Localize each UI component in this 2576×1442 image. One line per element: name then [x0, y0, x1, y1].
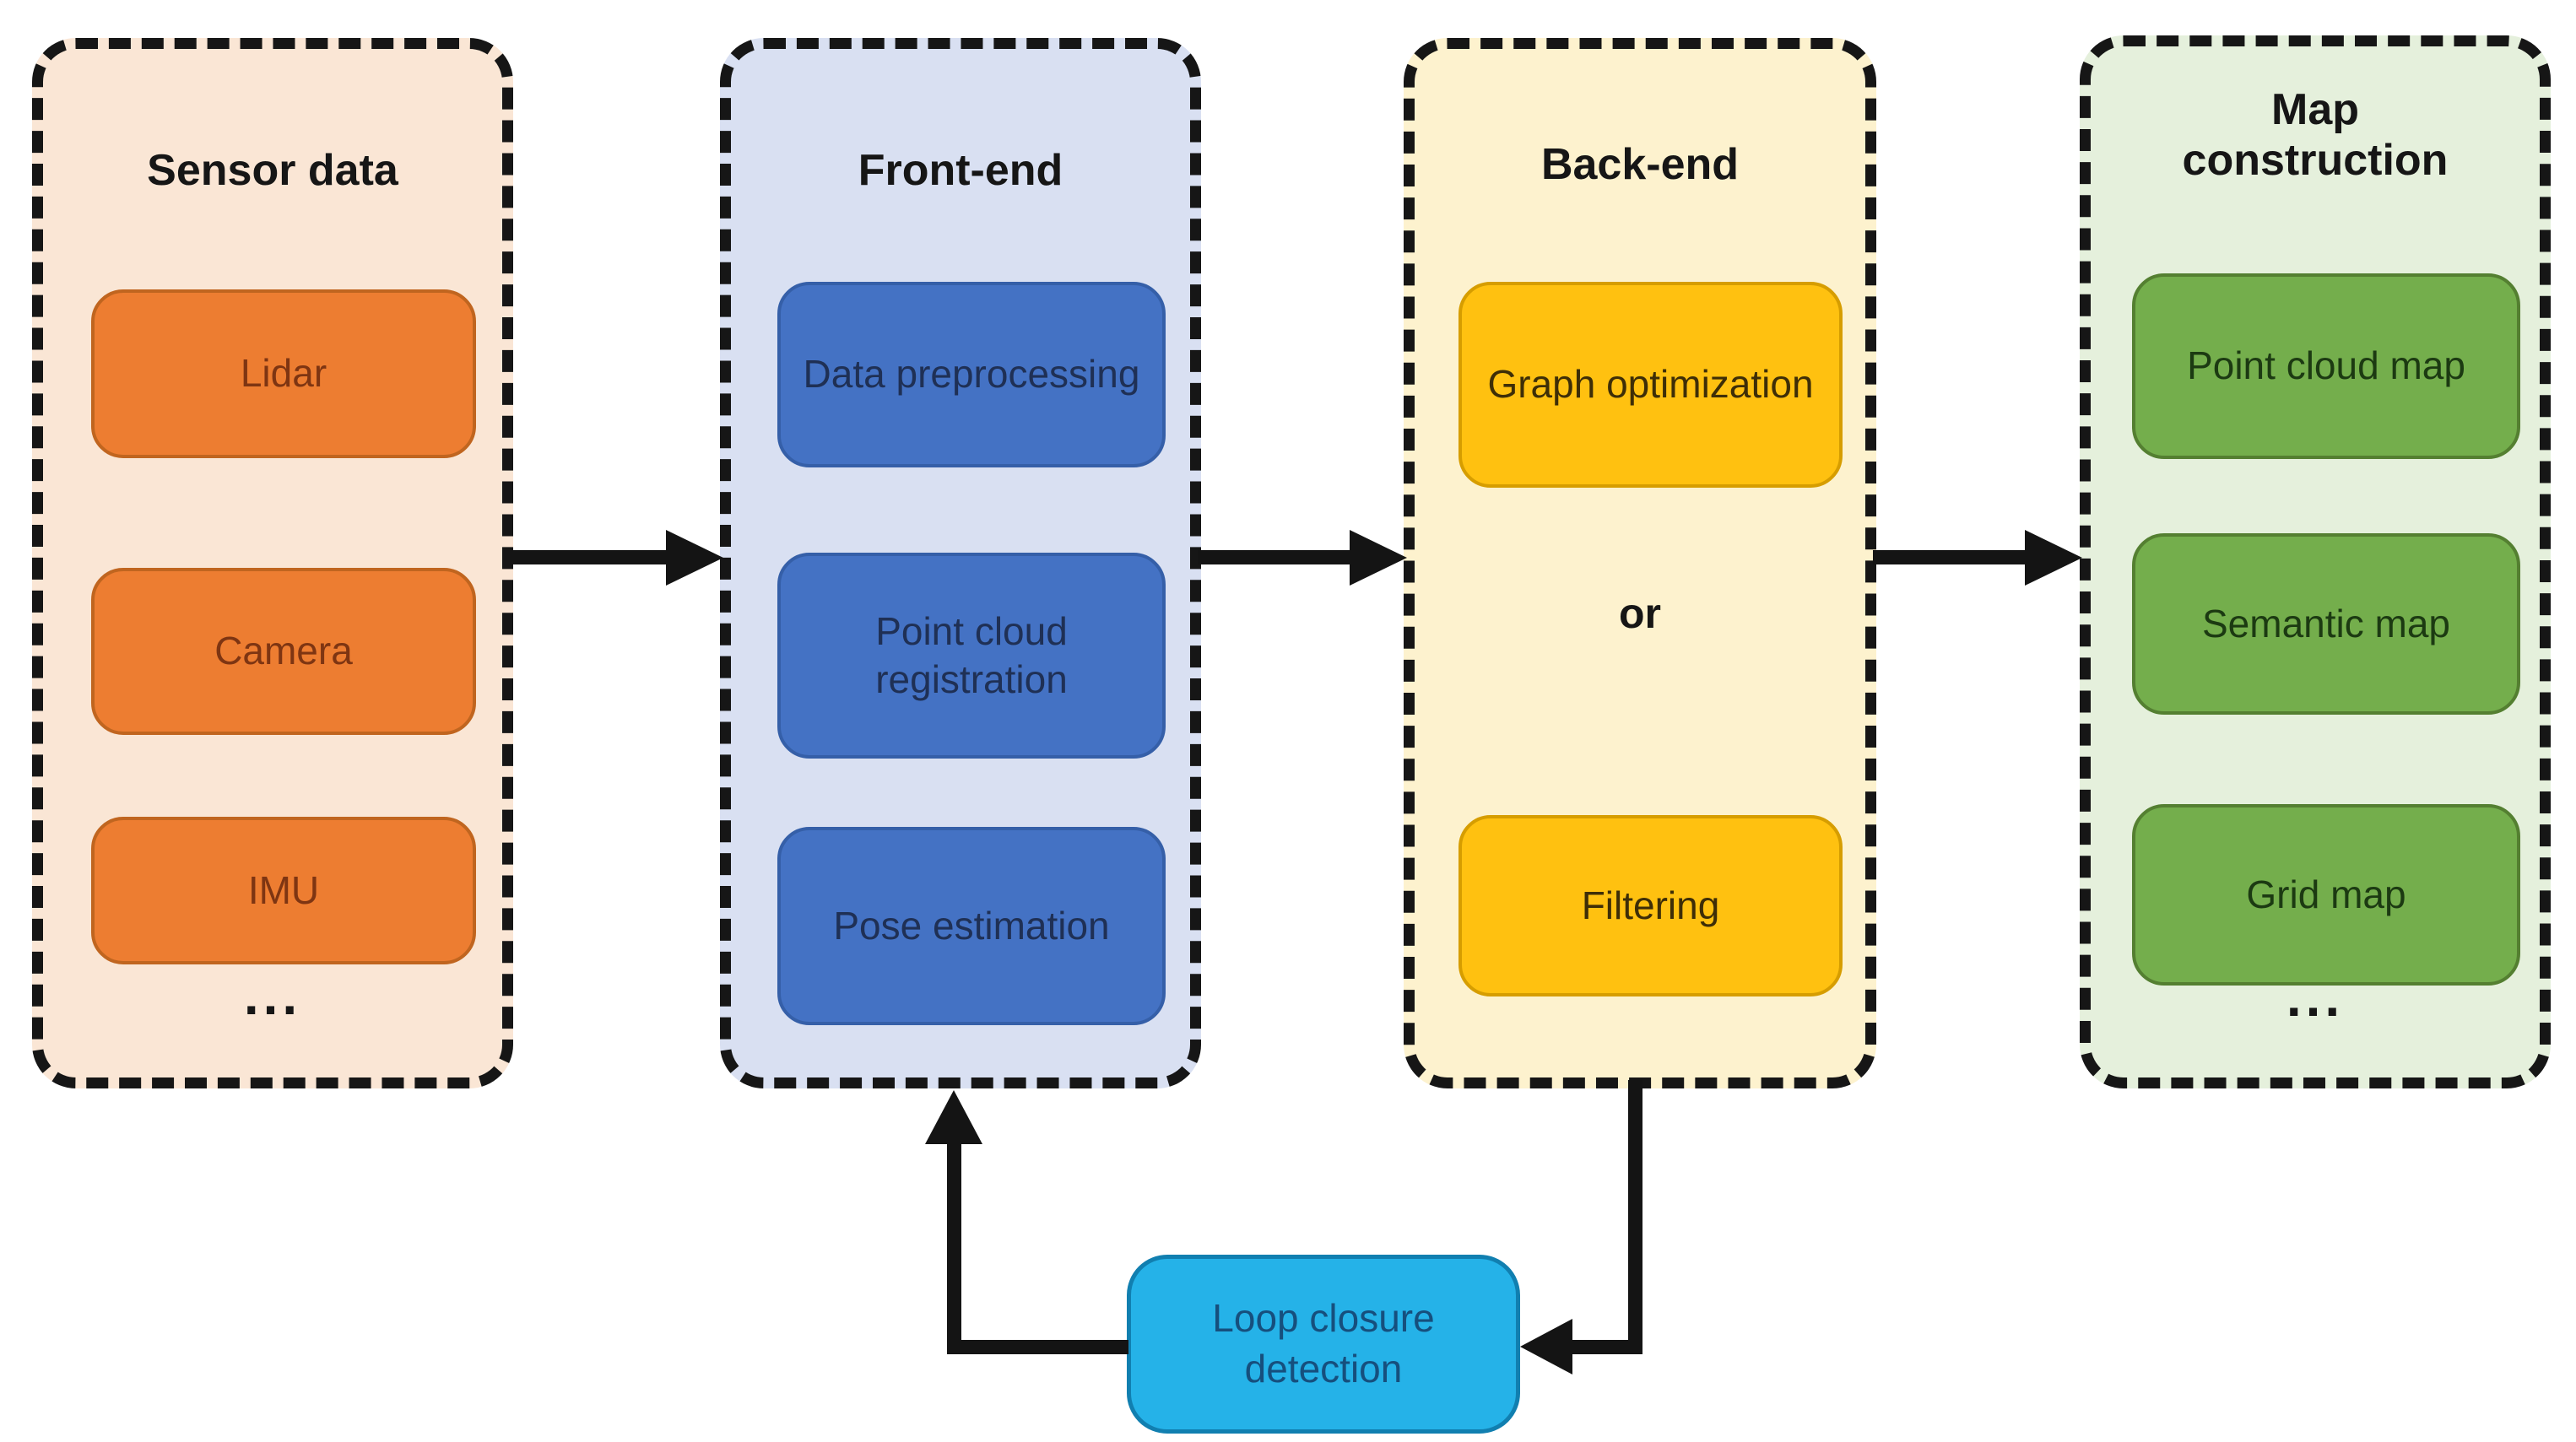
- filtering-node: Filtering: [1458, 815, 1843, 996]
- imu-node: IMU: [91, 817, 476, 964]
- lidar-node: Lidar: [91, 289, 476, 458]
- front-end-panel: Front-end Data preprocessing Point cloud…: [720, 38, 1201, 1088]
- arrow-frontend-to-backend-shaft: [1198, 550, 1353, 564]
- map-construction-title: Map construction: [2182, 85, 2449, 185]
- graph-optimization-node: Graph optimization: [1458, 282, 1843, 488]
- point-cloud-map-node: Point cloud map: [2132, 273, 2520, 459]
- semantic-map-node: Semantic map: [2132, 533, 2520, 715]
- grid-map-node: Grid map: [2132, 804, 2520, 986]
- loop-closure-detection-node: Loop closure detection: [1127, 1255, 1520, 1434]
- arrow-sensor-to-frontend-head-icon: [666, 530, 723, 586]
- arrow-backend-to-loop-head-icon: [1520, 1319, 1572, 1374]
- arrow-backend-to-loop-vertical-shaft: [1628, 1080, 1642, 1347]
- arrow-frontend-to-backend-head-icon: [1350, 530, 1407, 586]
- arrow-loop-to-frontend-horizontal-shaft: [947, 1340, 1128, 1354]
- arrow-loop-to-frontend-head-icon: [925, 1090, 982, 1144]
- arrow-backend-to-map-head-icon: [2025, 530, 2082, 586]
- sensor-data-title: Sensor data: [147, 146, 398, 195]
- arrow-sensor-to-frontend-shaft: [510, 550, 670, 564]
- pose-estimation-node: Pose estimation: [777, 827, 1166, 1025]
- sensor-data-ellipsis: ...: [243, 965, 302, 1026]
- camera-node: Camera: [91, 568, 476, 735]
- or-divider-label: or: [1619, 590, 1661, 637]
- point-cloud-registration-node: Point cloud registration: [777, 553, 1166, 759]
- map-construction-ellipsis: ...: [2286, 967, 2345, 1028]
- arrow-backend-to-loop-horizontal-shaft: [1568, 1340, 1642, 1354]
- back-end-title: Back-end: [1540, 140, 1740, 189]
- sensor-data-panel: Sensor data Lidar Camera IMU ...: [32, 38, 513, 1088]
- back-end-panel: Back-end Graph optimization or Filtering: [1404, 38, 1876, 1088]
- map-construction-panel: Map construction Point cloud map Semanti…: [2080, 35, 2551, 1088]
- front-end-title: Front-end: [858, 146, 1063, 195]
- arrow-backend-to-map-shaft: [1873, 550, 2028, 564]
- data-preprocessing-node: Data preprocessing: [777, 282, 1166, 467]
- arrow-loop-to-frontend-vertical-shaft: [947, 1139, 961, 1353]
